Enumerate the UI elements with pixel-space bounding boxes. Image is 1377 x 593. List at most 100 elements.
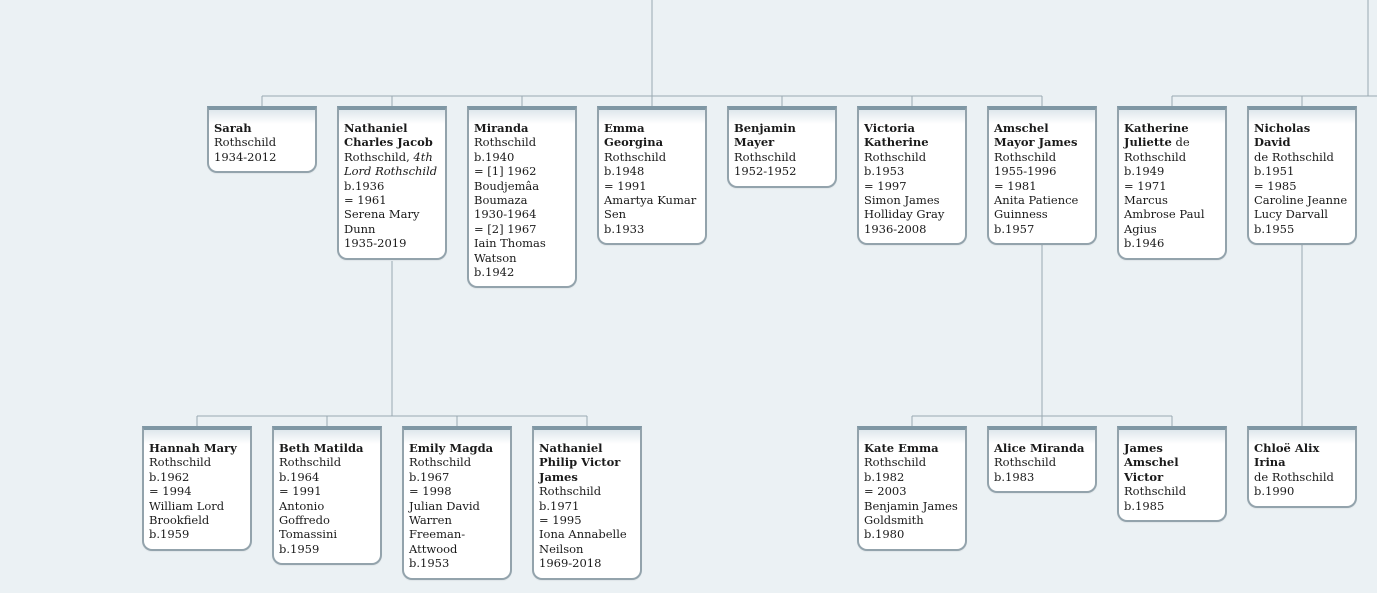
person-detail: b.1949 [1124, 164, 1165, 179]
person-card-nicholas[interactable]: Nicholas David de Rothschild b.1951 = 19… [1247, 106, 1357, 246]
person-detail: b.1964 [279, 469, 320, 484]
person-surname: Rothschild [149, 455, 212, 470]
person-card-sarah[interactable]: Sarah Rothschild 1934-2012 [207, 106, 317, 174]
person-surname: Rothschild [279, 455, 342, 470]
person-surname: Rothschild [214, 135, 277, 150]
person-detail: b.1971 [539, 498, 580, 513]
person-detail: = 1995 [539, 513, 582, 528]
person-detail: b.1962 [149, 469, 190, 484]
person-detail: Antonio Goffredo Tomassini [279, 498, 338, 542]
person-detail: Iain Thomas Watson [474, 236, 546, 265]
person-given-name: Alice Miranda [994, 441, 1085, 455]
person-detail: b.1957 [994, 221, 1035, 236]
person-detail: = 2003 [864, 484, 907, 499]
person-surname: de Rothschild [1254, 469, 1334, 484]
person-detail: 1936-2008 [864, 221, 927, 236]
person-given-name: Katherine Juliette [1124, 121, 1189, 150]
person-given-name: Nathaniel Charles Jacob [344, 121, 433, 150]
person-detail: b.1953 [864, 164, 905, 179]
person-detail: b.1959 [149, 527, 190, 542]
person-given-name: Kate Emma [864, 441, 939, 455]
person-detail: b.1953 [409, 556, 450, 571]
person-given-name: Sarah [214, 121, 252, 135]
person-given-name: Emma Georgina [604, 121, 664, 150]
person-detail: Anita Patience Guinness [994, 193, 1079, 222]
person-given-name: James Amschel Victor [1124, 441, 1179, 484]
person-card-nathaniel[interactable]: Nathaniel Charles Jacob Rothschild, 4th … [337, 106, 447, 260]
person-given-name: Hannah Mary [149, 441, 237, 455]
person-detail: = 1971 [1124, 178, 1167, 193]
person-detail: William Lord Brookfield [149, 498, 225, 528]
person-surname: Rothschild [539, 484, 602, 499]
person-title: 4th Lord Rothschild [344, 149, 438, 179]
person-card-amschel[interactable]: Amschel Mayor James Rothschild 1955-1996… [987, 106, 1097, 246]
person-detail: b.1990 [1254, 484, 1295, 499]
person-detail: = 1985 [1254, 178, 1297, 193]
person-surname: Rothschild [474, 135, 537, 150]
person-card-emily[interactable]: Emily Magda Rothschild b.1967 = 1998 Jul… [402, 426, 512, 580]
person-detail: 1934-2012 [214, 149, 277, 164]
person-card-emma[interactable]: Emma Georgina Rothschild b.1948 = 1991 A… [597, 106, 707, 246]
person-detail: Benjamin James Goldsmith [864, 498, 958, 528]
person-surname: Rothschild [864, 149, 927, 164]
person-card-beth[interactable]: Beth Matilda Rothschild b.1964 = 1991 An… [272, 426, 382, 566]
person-given-name: Victoria Katherine [864, 121, 929, 150]
person-detail: = 1981 [994, 178, 1037, 193]
person-detail: 1955-1996 [994, 164, 1057, 179]
person-card-alice[interactable]: Alice Miranda Rothschild b.1983 [987, 426, 1097, 494]
person-card-james[interactable]: James Amschel Victor Rothschild b.1985 [1117, 426, 1227, 523]
person-detail: = 1991 [604, 178, 647, 193]
person-card-hannah[interactable]: Hannah Mary Rothschild b.1962 = 1994 Wil… [142, 426, 252, 551]
person-detail: b.1959 [279, 541, 320, 556]
person-detail: b.1948 [604, 164, 645, 179]
person-detail: b.1933 [604, 221, 645, 236]
person-card-victoria[interactable]: Victoria Katherine Rothschild b.1953 = 1… [857, 106, 967, 246]
person-detail: b.1982 [864, 469, 905, 484]
person-card-kate[interactable]: Kate Emma Rothschild b.1982 = 2003 Benja… [857, 426, 967, 551]
person-surname: Rothschild [604, 149, 667, 164]
person-detail: Amartya Kumar Sen [604, 193, 697, 222]
person-card-nathaniel-philip[interactable]: Nathaniel Philip Victor James Rothschild… [532, 426, 642, 580]
person-detail: b.1946 [1124, 236, 1165, 251]
person-given-name: Nicholas David [1254, 121, 1311, 150]
person-surname: Rothschild [864, 455, 927, 470]
person-detail: b.1983 [994, 469, 1035, 484]
person-detail: b.1940 [474, 149, 515, 164]
person-surname: Rothschild [734, 149, 797, 164]
person-given-name: Beth Matilda [279, 441, 364, 455]
person-detail: 1930-1964 [474, 207, 537, 222]
person-detail: = 1997 [864, 178, 907, 193]
person-surname: Rothschild [1124, 484, 1187, 499]
person-detail: Serena Mary Dunn [344, 207, 420, 236]
person-detail: b.1955 [1254, 221, 1295, 236]
person-detail: = 1998 [409, 484, 452, 499]
person-given-name: Chloë Alix Irina [1254, 441, 1320, 470]
person-surname: Rothschild [994, 455, 1057, 470]
person-detail: 1952-1952 [734, 164, 797, 179]
person-detail: b.1936 [344, 178, 385, 193]
person-detail: 1935-2019 [344, 236, 407, 251]
person-surname: Rothschild, [344, 149, 410, 164]
person-detail: = 1961 [344, 193, 387, 208]
person-card-chloe[interactable]: Chloë Alix Irina de Rothschild b.1990 [1247, 426, 1357, 508]
person-card-benjamin[interactable]: Benjamin Mayer Rothschild 1952-1952 [727, 106, 837, 188]
person-surname: de Rothschild [1124, 135, 1190, 164]
person-detail: = 1991 [279, 484, 322, 499]
person-surname: Rothschild [994, 149, 1057, 164]
person-given-name: Miranda [474, 121, 529, 135]
person-given-name: Amschel Mayor James [994, 121, 1078, 150]
person-detail: Julian David Warren Freeman-Attwood [409, 498, 480, 556]
person-detail: b.1951 [1254, 164, 1295, 179]
person-card-katherine[interactable]: Katherine Juliette de Rothschild b.1949 … [1117, 106, 1227, 260]
person-given-name: Benjamin Mayer [734, 121, 796, 150]
person-card-miranda[interactable]: Miranda Rothschild b.1940 = [1] 1962 Bou… [467, 106, 577, 289]
person-given-name: Nathaniel Philip Victor James [539, 441, 621, 484]
person-detail: Iona Annabelle Neilson [539, 527, 627, 556]
person-detail: Boudjemâa Boumaza [474, 178, 540, 208]
person-given-name: Emily Magda [409, 441, 494, 455]
person-detail: Marcus Ambrose Paul Agius [1124, 193, 1205, 236]
person-detail: = [2] 1967 [474, 221, 537, 236]
person-detail: b.1942 [474, 265, 515, 280]
person-detail: b.1967 [409, 469, 450, 484]
